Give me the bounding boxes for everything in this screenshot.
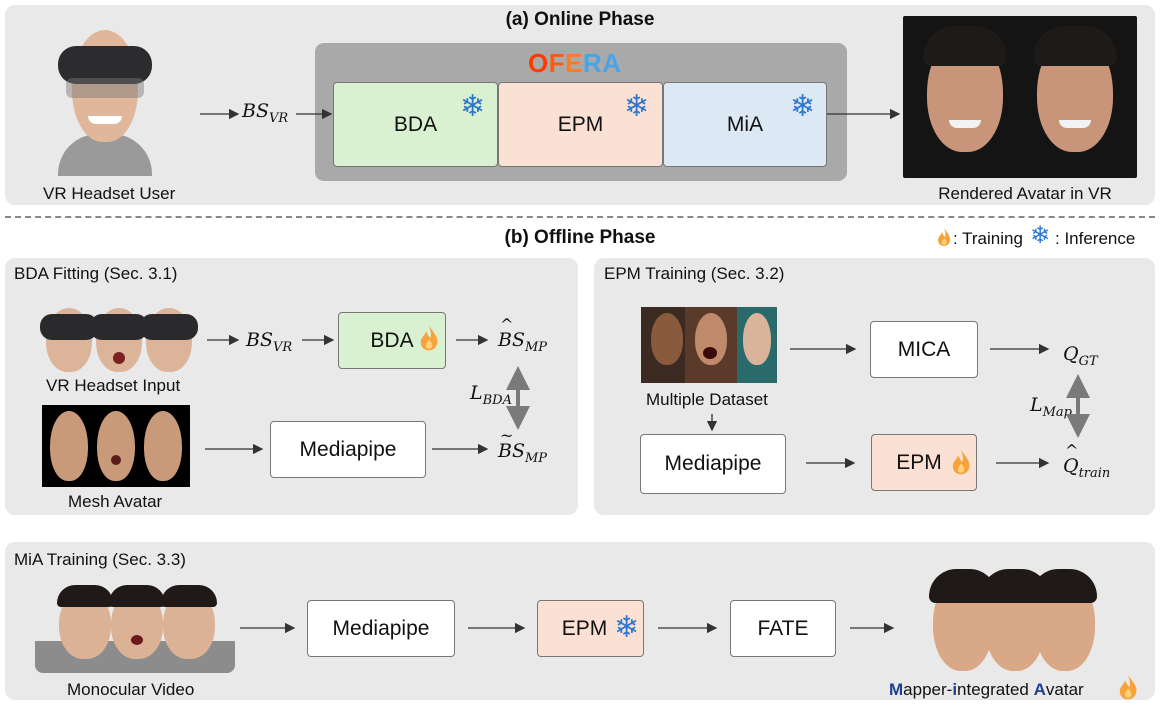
q-train-main: Q xyxy=(1063,455,1079,477)
online-bs-vr-main: BS xyxy=(242,100,269,122)
mia-training-epm-label: EPM xyxy=(561,616,608,640)
bda-loss-main: L xyxy=(470,382,483,404)
snowflake-icon: ❄ xyxy=(614,610,640,645)
vr-user-photo xyxy=(42,16,168,176)
mapper-integrated-avatar-label: Mapper-integrated Avatar xyxy=(889,680,1084,700)
legend-training: : Training xyxy=(953,229,1023,248)
avatar-label-part4: ntegrated xyxy=(957,680,1034,699)
bda-bs-vr: BSVR xyxy=(246,329,292,355)
snowflake-icon: ❄ xyxy=(460,89,486,124)
map-loss-main: L xyxy=(1030,394,1043,416)
multiple-dataset-label: Multiple Dataset xyxy=(646,390,768,409)
epm-training-title: EPM Training (Sec. 3.2) xyxy=(604,264,785,283)
bs-mp-tilde-main: BS xyxy=(498,440,525,462)
flame-icon xyxy=(1117,673,1139,706)
legend-inference: : Inference xyxy=(1055,229,1136,248)
online-bs-vr-sub: VR xyxy=(268,110,289,126)
bs-mp-tilde: ~BSMP xyxy=(498,426,548,466)
q-gt-sub: GT xyxy=(1078,353,1098,369)
snowflake-icon: ❄ xyxy=(624,89,650,124)
epm-training-mediapipe-box: Mediapipe xyxy=(640,434,786,494)
q-train: ^Qtrain xyxy=(1063,441,1111,481)
flame-icon xyxy=(936,227,952,252)
avatar-label-part6: vatar xyxy=(1045,680,1084,699)
mesh-avatar-photos xyxy=(42,405,190,487)
bs-mp-hat-main: BS xyxy=(498,329,525,351)
ofera-letter-f: F xyxy=(548,48,566,78)
bs-mp-hat-accent: ^ xyxy=(500,315,514,334)
bda-bs-vr-sub: VR xyxy=(272,339,293,355)
snowflake-icon: ❄ xyxy=(790,89,816,124)
bda-fitting-bda-label: BDA xyxy=(370,328,414,352)
bda-loss-sub: BDA xyxy=(482,392,512,408)
bda-loss: LBDA xyxy=(470,382,512,408)
bs-mp-tilde-accent: ~ xyxy=(500,426,514,445)
multiple-dataset-photos xyxy=(641,307,777,383)
fate-box: FATE xyxy=(730,600,836,657)
avatar-label-part2: apper- xyxy=(903,680,953,699)
q-train-sub: train xyxy=(1078,465,1111,481)
mia-training-epm-box: EPM xyxy=(537,600,644,657)
map-loss: LMap xyxy=(1030,394,1072,420)
monocular-video-label: Monocular Video xyxy=(67,680,195,699)
ofera-letter-o: O xyxy=(528,48,549,78)
bda-fitting-title: BDA Fitting (Sec. 3.1) xyxy=(14,264,178,283)
online-bs-vr: BSVR xyxy=(242,100,288,126)
rendered-avatar-label: Rendered Avatar in VR xyxy=(938,184,1112,203)
rendered-avatar-photo xyxy=(903,16,1137,178)
phase-divider xyxy=(5,216,1155,218)
mia-training-mediapipe-box: Mediapipe xyxy=(307,600,455,657)
ofera-letter-e: E xyxy=(565,48,583,78)
flame-icon xyxy=(950,448,972,481)
avatar-label-i: i xyxy=(952,680,958,699)
q-train-accent: ^ xyxy=(1065,441,1079,460)
avatar-label-m: M xyxy=(889,680,904,699)
ofera-title: OFERA xyxy=(528,48,622,79)
mica-box: MICA xyxy=(870,321,978,378)
mesh-avatar-label: Mesh Avatar xyxy=(68,492,163,511)
bda-fitting-mediapipe-box: Mediapipe xyxy=(270,421,426,478)
vr-user-label: VR Headset User xyxy=(43,184,176,203)
q-gt-main: Q xyxy=(1063,343,1079,365)
vr-headset-input-photos xyxy=(40,300,200,372)
avatar-label-a: A xyxy=(1033,680,1046,699)
mia-training-title: MiA Training (Sec. 3.3) xyxy=(14,550,186,569)
epm-training-epm-label: EPM xyxy=(896,450,942,474)
online-phase-title: (a) Online Phase xyxy=(505,9,655,30)
bs-mp-tilde-sub: MP xyxy=(524,450,548,466)
snowflake-icon: ❄ xyxy=(1030,221,1051,249)
bs-mp-hat-sub: MP xyxy=(524,339,548,355)
bda-bs-vr-main: BS xyxy=(246,329,273,351)
bs-mp-hat: ^BSMP xyxy=(498,315,548,355)
mapper-integrated-avatar-photos xyxy=(927,567,1097,677)
ofera-letter-r: R xyxy=(582,48,603,78)
flame-icon xyxy=(418,324,440,357)
vr-headset-input-label: VR Headset Input xyxy=(46,376,181,395)
monocular-video-photos xyxy=(35,583,235,673)
ofera-letter-a: A xyxy=(602,48,622,78)
online-epm-box: EPM xyxy=(498,82,663,167)
online-bda-box: BDA xyxy=(333,82,498,167)
online-mia-box: MiA xyxy=(663,82,827,167)
q-gt: QGT xyxy=(1063,343,1098,369)
map-loss-sub: Map xyxy=(1042,404,1073,420)
offline-phase-title: (b) Offline Phase xyxy=(504,227,656,248)
